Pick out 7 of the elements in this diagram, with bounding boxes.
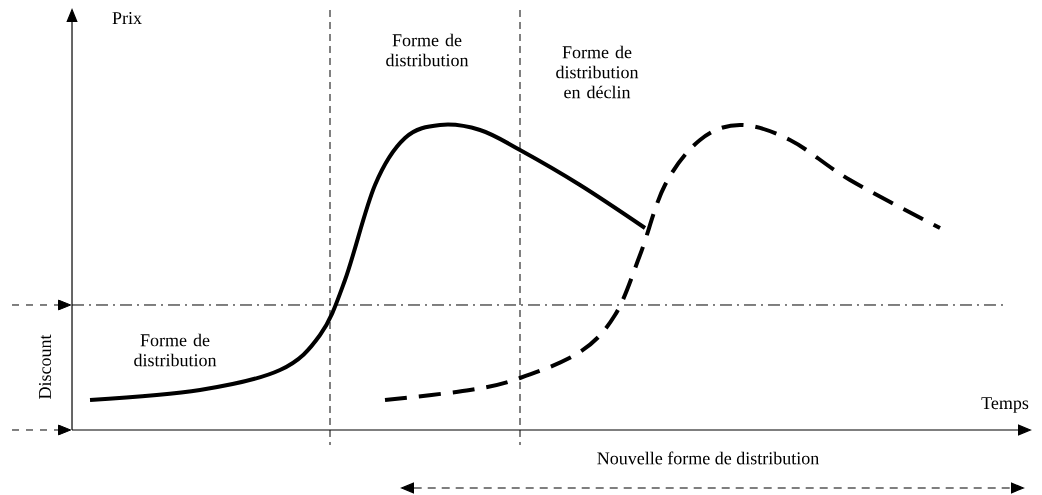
stage-label: Forme de distribution en déclin [556, 45, 639, 99]
stage-label: Forme de distribution [386, 33, 469, 67]
stage-label: Forme de distribution [134, 333, 217, 367]
axis-label: Temps [981, 397, 1029, 413]
range-label: Nouvelle forme de distribution [597, 451, 819, 465]
axis-label: Discount [38, 334, 52, 399]
axis-label: Prix [112, 12, 142, 24]
